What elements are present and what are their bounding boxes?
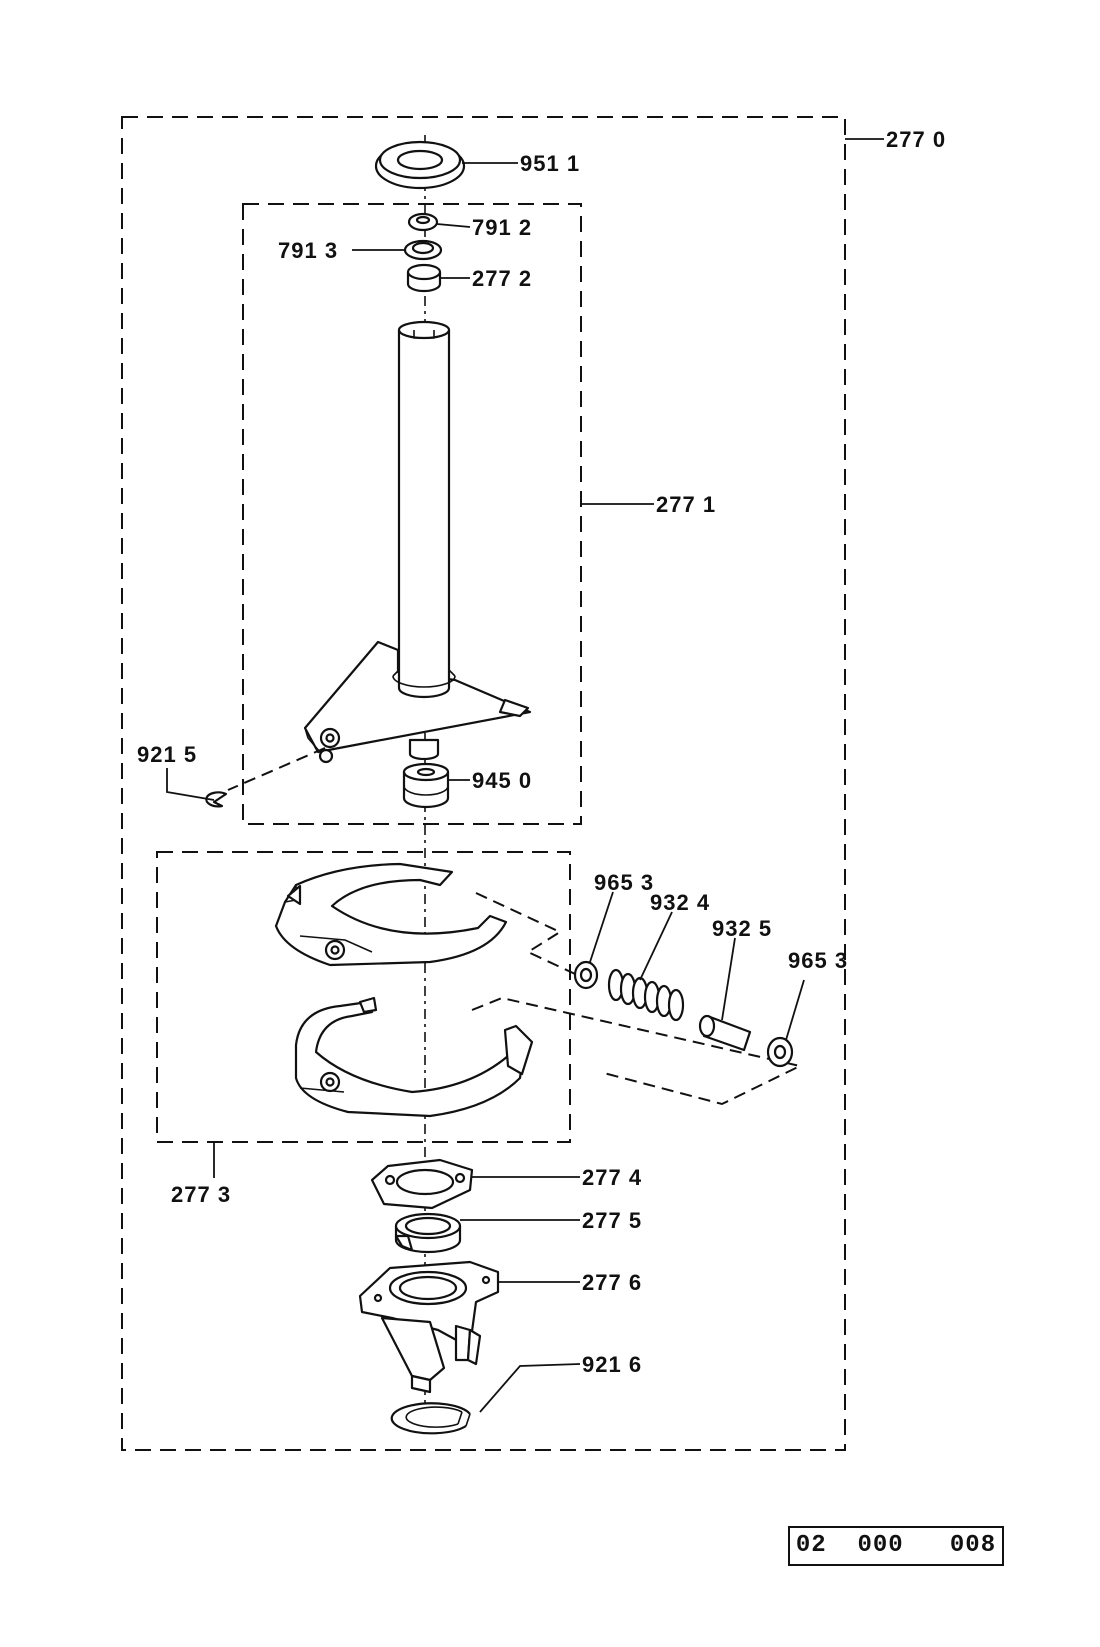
leader-lines [166, 138, 884, 1413]
label-2776: 277 6 [582, 1270, 642, 1295]
label-2772: 277 2 [472, 266, 532, 291]
shaft-2771 [227, 320, 532, 791]
label-7913: 791 3 [278, 238, 338, 263]
label-9653-left: 965 3 [594, 870, 654, 895]
spring-path-outline [471, 892, 803, 1106]
spring-9324 [607, 968, 685, 1022]
label-9450: 945 0 [472, 768, 532, 793]
bushing-9450 [402, 762, 450, 809]
subassembly-boundary-2773 [156, 851, 571, 1143]
label-9511: 951 1 [520, 151, 580, 176]
label-2770: 277 0 [886, 127, 946, 152]
label-2771: 277 1 [656, 492, 716, 517]
seal-9511 [374, 140, 466, 190]
flange-2774 [370, 1158, 474, 1210]
label-2774: 277 4 [582, 1165, 642, 1190]
washer-7912 [407, 212, 439, 232]
label-9216: 921 6 [582, 1352, 642, 1377]
label-9653-right: 965 3 [788, 948, 848, 973]
clip-9215 [205, 791, 228, 808]
label-2773: 277 3 [171, 1182, 231, 1207]
fork-2776 [358, 1260, 500, 1394]
label-7912: 791 2 [472, 215, 532, 240]
spring-cap-9653-right [766, 1036, 794, 1068]
spring-cap-9653-left [573, 960, 599, 990]
assembly-boundary-2770 [121, 116, 846, 1451]
drawing-number: 02 000 008 [788, 1526, 1004, 1566]
pin-9325 [698, 1014, 752, 1052]
label-2775: 277 5 [582, 1208, 642, 1233]
ring-2775 [394, 1212, 462, 1254]
retaining-ring-9216 [390, 1402, 471, 1435]
ring-7913 [403, 239, 443, 261]
bushing-2772 [406, 263, 442, 293]
clamp-upper-2773 [274, 862, 508, 967]
subassembly-boundary-2771 [242, 203, 582, 825]
label-9324: 932 4 [650, 890, 710, 915]
clamp-lower-2773 [294, 996, 534, 1118]
label-9215: 921 5 [137, 742, 197, 767]
label-9325: 932 5 [712, 916, 772, 941]
